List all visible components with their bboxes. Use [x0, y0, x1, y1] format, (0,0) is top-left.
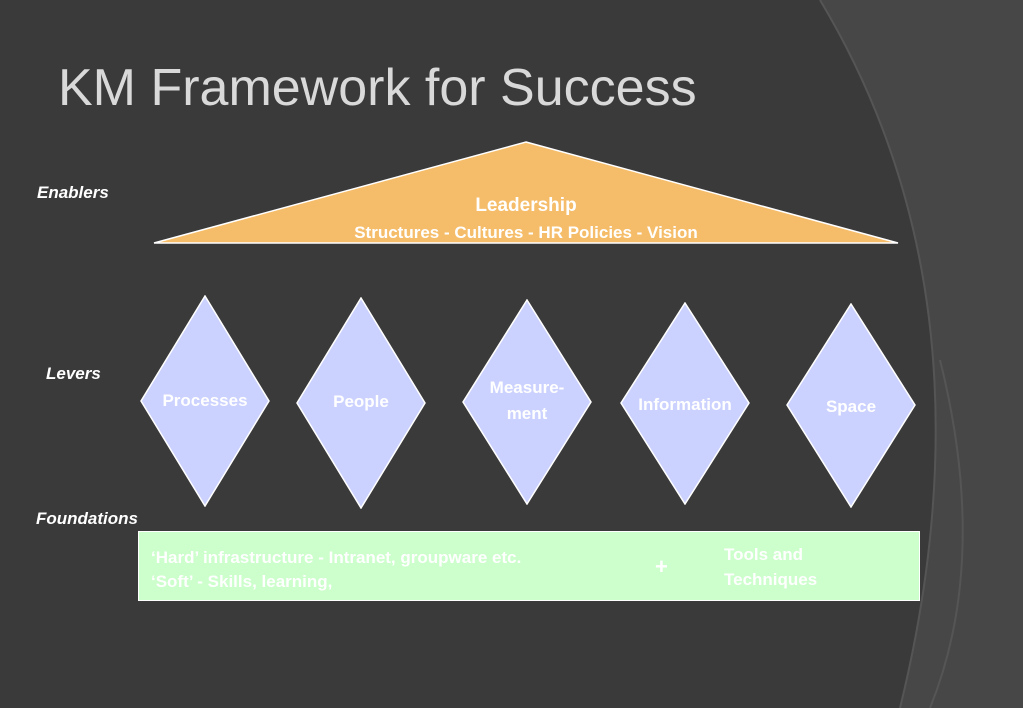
lever-information-label: Information — [638, 395, 732, 414]
foundation-tools-line2: Techniques — [724, 570, 818, 589]
leadership-subtitle: Structures - Cultures - HR Policies - Vi… — [354, 223, 698, 242]
leadership-triangle — [153, 141, 899, 244]
leadership-title: Leadership — [475, 195, 577, 216]
levers-label: Levers — [46, 364, 101, 383]
lever-processes: Processes — [140, 295, 270, 507]
lever-measurement-label-line1: Measure- — [489, 378, 565, 397]
foundation-tools-line1: Tools and — [724, 545, 804, 564]
lever-space: Space — [786, 303, 916, 508]
lever-information: Information — [620, 302, 750, 505]
foundations-label: Foundations — [36, 509, 138, 528]
enablers-label: Enablers — [37, 183, 109, 202]
foundation-soft-text: ‘Soft’ - Skills, learning, — [151, 572, 333, 591]
lever-measurement: Measure- ment — [462, 299, 592, 505]
plus-icon: + — [655, 554, 668, 579]
foundation-hard-text: ‘Hard’ infrastructure - Intranet, groupw… — [151, 548, 522, 567]
lever-people-label: People — [333, 392, 389, 411]
foundations-box: ‘Hard’ infrastructure - Intranet, groupw… — [138, 531, 920, 601]
lever-space-label: Space — [825, 397, 877, 416]
page-title: KM Framework for Success — [58, 59, 697, 117]
lever-measurement-label-line2: ment — [506, 404, 548, 423]
lever-processes-label: Processes — [162, 391, 248, 410]
lever-people: People — [296, 297, 426, 509]
